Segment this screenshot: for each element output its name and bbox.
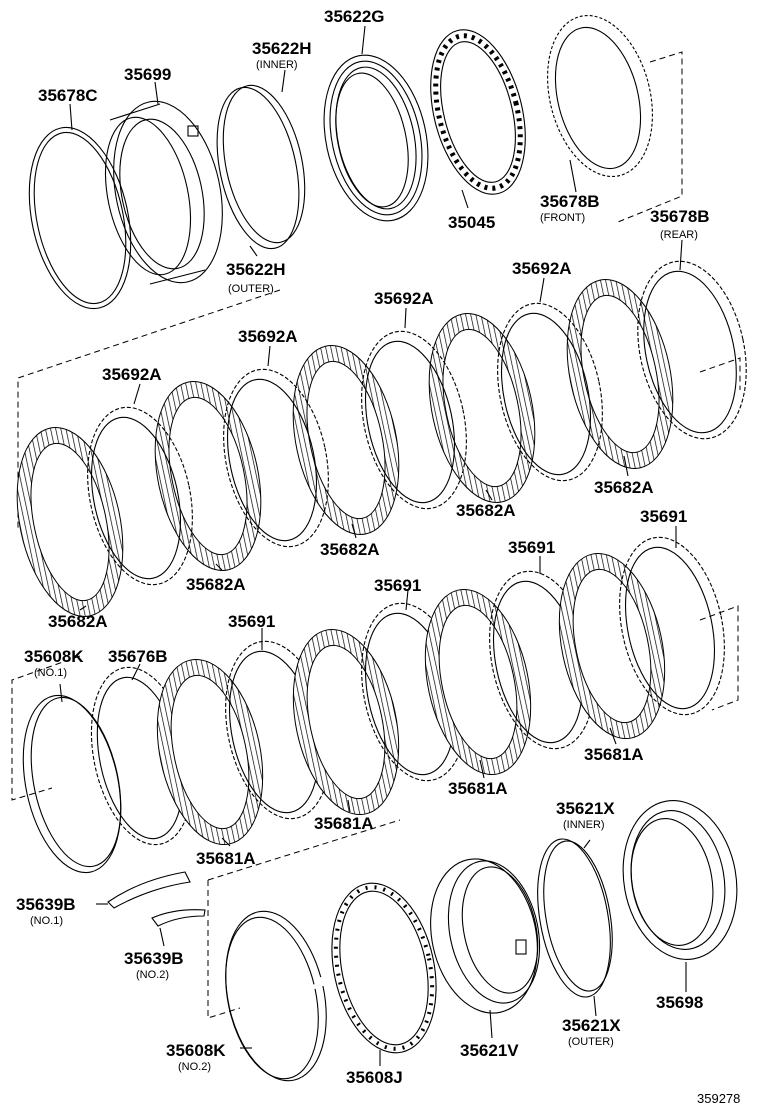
plate-35678b-front-drawing [547, 14, 653, 178]
part-note: (OUTER) [568, 1036, 614, 1048]
spring-35045-drawing [430, 29, 526, 195]
part-label: 35681A [448, 779, 508, 798]
part-label: 35681A [314, 814, 374, 833]
part-label: 35692A [374, 289, 434, 308]
part-label: 35621X [556, 799, 615, 818]
piston-35622g-drawing [323, 54, 429, 222]
part-label: 35692A [102, 365, 162, 384]
part-label: 35678B [650, 207, 710, 226]
part-label: 35608J [346, 1068, 403, 1087]
snap-ring-35678c-drawing [28, 126, 132, 310]
part-label: 35692A [238, 327, 298, 346]
clutch-pack-lower-drawing [22, 536, 725, 874]
part-note: (OUTER) [228, 283, 274, 295]
part-label: 35622H [252, 39, 312, 58]
part-label: 35692A [512, 259, 572, 278]
drum-35699-drawing [104, 100, 223, 285]
part-note: (NO.1) [34, 667, 67, 679]
part-label: 35691 [508, 538, 555, 557]
part-note: (NO.2) [178, 1061, 211, 1073]
part-label: 35622H [226, 260, 286, 279]
part-label: 35045 [448, 213, 495, 232]
part-label: 35691 [228, 612, 275, 631]
part-labels: 35678C 35699 35622H (INNER) 35622G 35045… [16, 7, 740, 1106]
part-label: 35608K [166, 1041, 226, 1060]
part-label: 35678B [540, 192, 600, 211]
part-label: 35678C [38, 86, 98, 105]
leader-lines [59, 25, 687, 1066]
part-label: 35691 [374, 576, 421, 595]
part-label: 35676B [108, 647, 168, 666]
bottom-parts-drawing [107, 800, 738, 1082]
part-label: 35698 [656, 993, 703, 1012]
part-note: (NO.1) [30, 915, 63, 927]
part-label: 35682A [456, 501, 516, 520]
part-note: (FRONT) [540, 212, 585, 224]
part-label: 35639B [124, 949, 184, 968]
clutch-pack-middle-drawing [16, 260, 747, 617]
part-label: 35621X [562, 1016, 621, 1035]
part-label: 35682A [320, 540, 380, 559]
figure-number: 359278 [697, 1091, 740, 1106]
o-ring-35622h-drawing [216, 84, 306, 250]
part-label: 35681A [196, 849, 256, 868]
part-note: (NO.2) [136, 969, 169, 981]
part-note: (INNER) [256, 59, 298, 71]
part-note: (REAR) [660, 229, 698, 241]
part-label: 35621V [460, 1041, 519, 1060]
part-label: 35681A [584, 745, 644, 764]
part-label: 35622G [324, 7, 385, 26]
part-label: 35691 [640, 507, 687, 526]
part-label: 35682A [594, 478, 654, 497]
part-label: 35608K [24, 647, 84, 666]
part-label: 35639B [16, 895, 76, 914]
part-label: 35682A [48, 612, 108, 631]
part-note: (INNER) [563, 819, 605, 831]
group-frames [11, 51, 741, 1019]
part-label: 35682A [186, 575, 246, 594]
part-label: 35699 [124, 65, 171, 84]
